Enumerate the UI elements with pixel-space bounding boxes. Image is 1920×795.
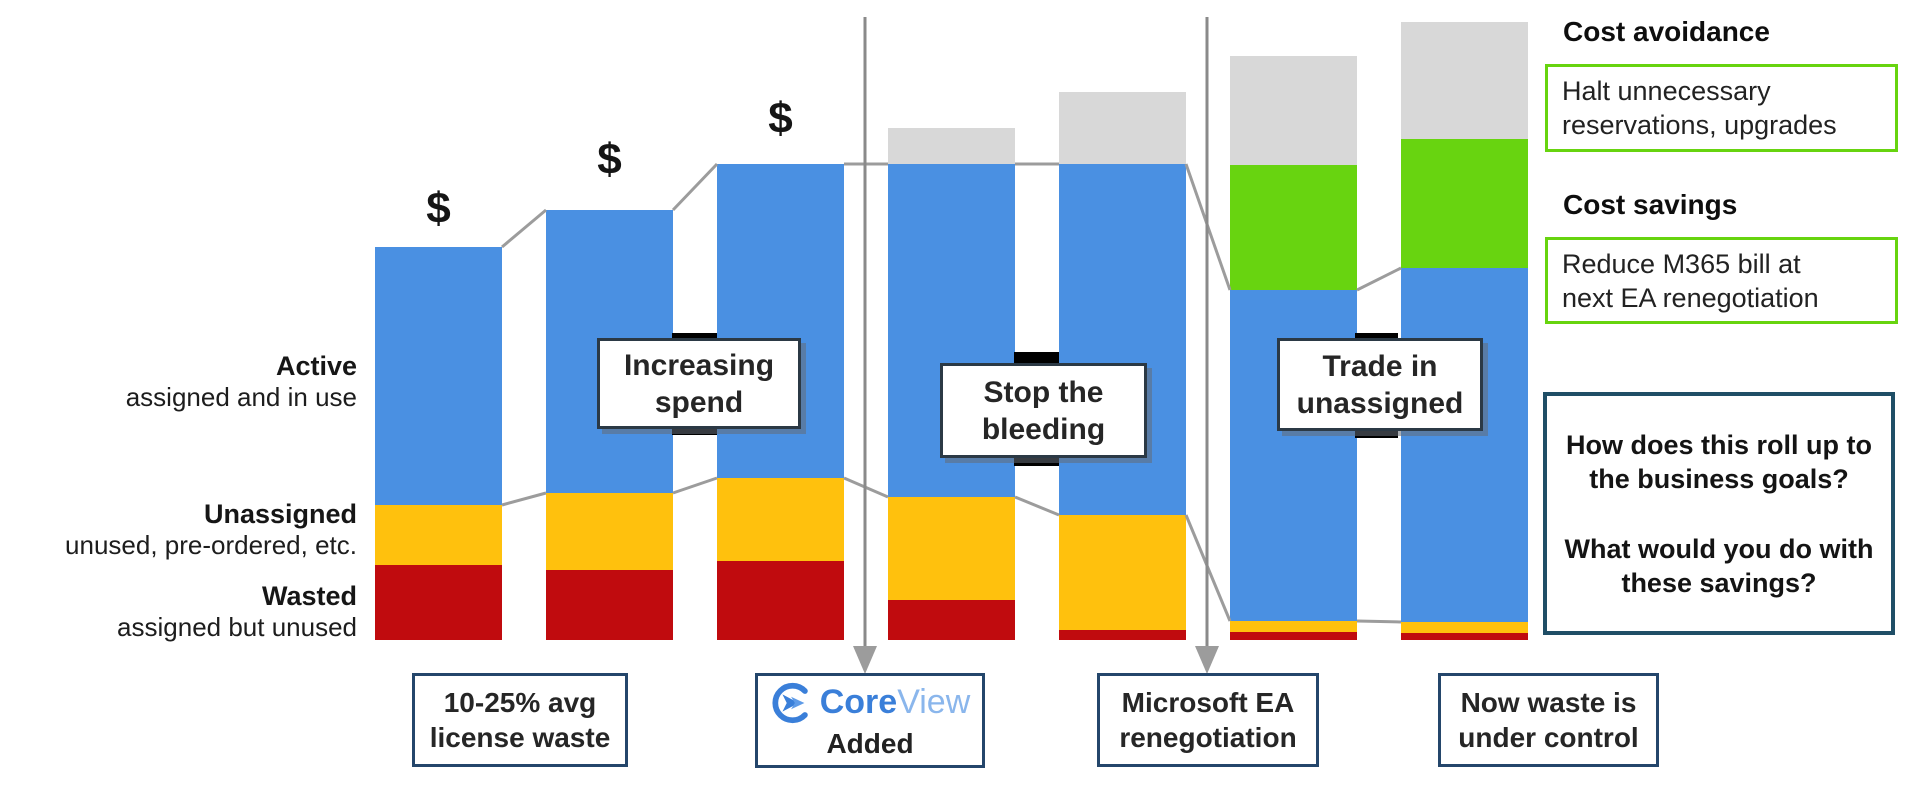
- bar-6-segment-wasted: [1230, 632, 1357, 640]
- milestone-line: Now waste is: [1460, 687, 1637, 718]
- bar-1-segment-active: [375, 247, 502, 505]
- connector-line: [1356, 266, 1402, 292]
- callout-text: Stop the bleeding: [982, 374, 1105, 448]
- question-line: What would you do with: [1564, 533, 1874, 564]
- bar-3-segment-active: [717, 164, 844, 478]
- milestone-line: under control: [1458, 722, 1639, 753]
- milestone-line: Added: [826, 728, 914, 759]
- callout-line: spend: [654, 385, 744, 419]
- question-line: these savings?: [1621, 567, 1817, 598]
- connector-line: [671, 162, 719, 212]
- callout-trade-in-unassigned: Trade in unassigned: [1277, 338, 1483, 431]
- cost-savings-line: next EA renegotiation: [1562, 282, 1819, 313]
- connector-line: [501, 208, 547, 249]
- bar-6-segment-savings: [1230, 165, 1357, 290]
- coreview-logo-icon: [772, 682, 808, 724]
- coreview-logo-view: View: [897, 683, 971, 721]
- milestone-waste-under-control: Now waste is under control: [1438, 673, 1659, 767]
- bar-3-dollar-annotation: $: [768, 94, 793, 143]
- connector-line: [843, 476, 889, 499]
- bar-2-dollar-annotation: $: [597, 135, 622, 184]
- axis-label-wasted-title: Wasted: [261, 581, 357, 611]
- axis-label-active: Active assigned and in use: [126, 351, 357, 413]
- connector-line: [1014, 495, 1060, 517]
- bar-1-dollar-annotation: $: [426, 184, 451, 233]
- bar-1-segment-wasted: [375, 565, 502, 640]
- bar-7-segment-unassigned: [1401, 622, 1528, 633]
- axis-label-wasted-subtitle: assigned but unused: [117, 612, 357, 642]
- callout-stop-the-bleeding: Stop the bleeding: [940, 363, 1147, 458]
- milestone-line: renegotiation: [1119, 722, 1297, 753]
- coreview-logo-core: Core: [819, 683, 898, 721]
- question-line: the business goals?: [1589, 463, 1849, 494]
- axis-label-active-subtitle: assigned and in use: [125, 382, 357, 412]
- question-paragraph: What would you do with these savings?: [1547, 532, 1891, 600]
- connector-line: [672, 476, 718, 495]
- axis-label-wasted: Wasted assigned but unused: [117, 581, 357, 643]
- callout-text: Trade in unassigned: [1297, 348, 1464, 422]
- bar-2-segment-unassigned: [546, 493, 673, 570]
- bar-6-segment-avoidance: [1230, 56, 1357, 165]
- callout-line: Trade in: [1322, 349, 1438, 383]
- connector-line: [1184, 163, 1232, 291]
- bar-4-segment-avoidance: [888, 128, 1015, 164]
- bar-4-segment-unassigned: [888, 497, 1015, 600]
- milestone-line: 10-25% avg: [443, 687, 597, 718]
- bar-7-segment-active: [1401, 268, 1528, 622]
- milestone-coreview-added: CoreView Added: [755, 673, 985, 768]
- arrow-down-icon: [1195, 646, 1219, 674]
- callout-text: Increasing spend: [624, 347, 774, 421]
- milestone-line: license waste: [429, 722, 611, 753]
- bar-6-segment-unassigned: [1230, 621, 1357, 632]
- business-questions-box: How does this roll up to the business go…: [1543, 392, 1895, 635]
- axis-label-unassigned-subtitle: unused, pre-ordered, etc.: [65, 530, 357, 560]
- callout-increasing-spend: Increasing spend: [597, 338, 801, 429]
- coreview-logo: CoreView: [770, 681, 971, 725]
- bar-4-segment-wasted: [888, 600, 1015, 640]
- bar-5-segment-avoidance: [1059, 92, 1186, 164]
- milestone-line: Microsoft EA: [1121, 687, 1295, 718]
- bar-7-segment-wasted: [1401, 633, 1528, 640]
- cost-avoidance-heading: Cost avoidance: [1563, 16, 1770, 47]
- cost-avoidance-line: reservations, upgrades: [1562, 110, 1837, 140]
- arrow-down-icon: [853, 646, 877, 674]
- bar-3-segment-wasted: [717, 561, 844, 640]
- cost-avoidance-box: Halt unnecessary reservations, upgrades: [1545, 64, 1898, 152]
- cost-savings-heading: Cost savings: [1563, 189, 1738, 220]
- bar-7-segment-savings: [1401, 139, 1528, 268]
- milestone-ea-renegotiation: Microsoft EA renegotiation: [1097, 673, 1319, 767]
- question-line: How does this roll up to: [1566, 429, 1872, 460]
- connector-line: [1356, 619, 1402, 624]
- cost-avoidance-line: Halt unnecessary: [1562, 76, 1771, 106]
- coreview-logo-wordmark: CoreView: [819, 683, 971, 721]
- callout-line: unassigned: [1296, 386, 1464, 420]
- axis-label-unassigned: Unassigned unused, pre-ordered, etc.: [65, 499, 357, 561]
- callout-line: Stop the: [983, 375, 1104, 409]
- milestone-license-waste: 10-25% avg license waste: [412, 673, 628, 767]
- bar-2-segment-wasted: [546, 570, 673, 640]
- cost-savings-line: Reduce M365 bill at: [1562, 248, 1801, 279]
- callout-line: Increasing: [623, 348, 775, 382]
- question-paragraph: How does this roll up to the business go…: [1547, 428, 1891, 496]
- bar-7-segment-avoidance: [1401, 22, 1528, 139]
- bar-1-segment-unassigned: [375, 505, 502, 565]
- axis-label-active-title: Active: [275, 351, 357, 381]
- callout-line: bleeding: [981, 412, 1106, 446]
- bar-3-segment-unassigned: [717, 478, 844, 561]
- connector-line: [501, 491, 547, 507]
- bar-5-segment-wasted: [1059, 630, 1186, 640]
- connector-line: [1184, 514, 1232, 622]
- axis-label-unassigned-title: Unassigned: [203, 499, 357, 529]
- bar-5-segment-active: [1059, 164, 1186, 515]
- cost-savings-box: Reduce M365 bill at next EA renegotiatio…: [1545, 237, 1898, 324]
- bar-5-segment-unassigned: [1059, 515, 1186, 630]
